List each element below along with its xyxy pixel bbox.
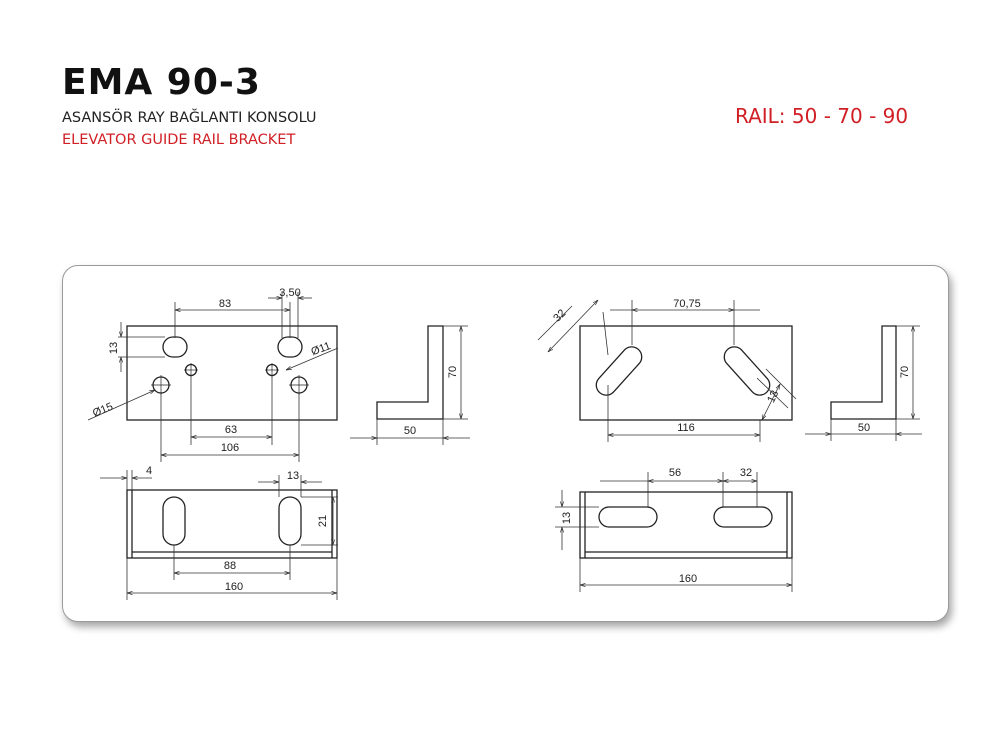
part2-side-profile xyxy=(830,325,897,420)
subtitle-english: ELEVATOR GUIDE RAIL BRACKET xyxy=(62,132,296,148)
part1-side-profile xyxy=(376,325,444,420)
part2-slot-right xyxy=(723,346,771,396)
part2-bottom-dim-13: 13 xyxy=(561,512,573,524)
part2-top-dimensions xyxy=(537,300,797,442)
part1-side-dim-50: 50 xyxy=(404,425,416,437)
part1-dim-63: 63 xyxy=(225,424,237,436)
part1-slot-left xyxy=(162,336,188,358)
part2-top-outline xyxy=(579,325,793,421)
part2-bottom-view xyxy=(579,491,793,559)
part1-slot-right xyxy=(277,336,303,358)
part1-dim-83: 83 xyxy=(219,298,231,310)
product-title: EMA 90-3 xyxy=(62,62,261,103)
subtitle-turkish: ASANSÖR RAY BAĞLANTI KONSOLU xyxy=(62,110,317,126)
part1-bottom-outline xyxy=(126,489,338,559)
part1-bottom-slot-left xyxy=(162,496,186,546)
part2-side-dimensions xyxy=(805,325,922,441)
rail-sizes: RAIL: 50 - 70 - 90 xyxy=(735,104,909,128)
part2-slot-left xyxy=(595,346,643,396)
part1-dim-dia11: Ø11 xyxy=(310,340,333,358)
part1-dim-3-50: 3,50 xyxy=(279,287,300,299)
part1-top-outline xyxy=(126,325,338,421)
part1-dim-dia15: Ø15 xyxy=(91,401,115,420)
part1-bottom-dim-160: 160 xyxy=(225,581,243,593)
part1-side-dim-70: 70 xyxy=(447,366,459,378)
part1-bottom-dim-21: 21 xyxy=(317,515,329,527)
part1-bottom-dim-4: 4 xyxy=(146,465,152,477)
part2-top-view xyxy=(579,325,793,421)
part1-top-view xyxy=(126,325,338,421)
drawing-panel xyxy=(62,265,949,622)
part2-side-view xyxy=(830,325,897,420)
part2-bottom-dim-32: 32 xyxy=(740,467,752,479)
part1-top-dimensions xyxy=(87,292,339,462)
part2-side-dim-50: 50 xyxy=(858,422,870,434)
part2-dim-116: 116 xyxy=(677,422,695,434)
part1-side-view xyxy=(376,325,444,420)
part2-bottom-dimensions xyxy=(555,472,793,592)
part2-dim-70-75: 70,75 xyxy=(673,298,701,310)
part2-bottom-outline xyxy=(579,491,793,559)
part1-bottom-dim-88: 88 xyxy=(224,560,236,572)
part2-bottom-dim-56: 56 xyxy=(669,467,681,479)
part2-bottom-dim-160: 160 xyxy=(679,573,697,585)
part2-bottom-slot-left xyxy=(598,506,658,528)
part1-side-dimensions xyxy=(350,325,470,445)
part1-dim-13: 13 xyxy=(108,342,120,354)
part2-side-dim-70: 70 xyxy=(899,366,911,378)
part2-dim-32: 32 xyxy=(551,307,568,324)
part1-bottom-view xyxy=(126,489,338,559)
part2-dim-13: 13 xyxy=(765,389,781,405)
part1-bottom-dimensions xyxy=(100,470,338,600)
part1-bottom-slot-right xyxy=(278,496,302,546)
part2-bottom-slot-right xyxy=(713,506,773,528)
part1-dim-106: 106 xyxy=(221,442,239,454)
part1-bottom-dim-13: 13 xyxy=(287,470,299,482)
